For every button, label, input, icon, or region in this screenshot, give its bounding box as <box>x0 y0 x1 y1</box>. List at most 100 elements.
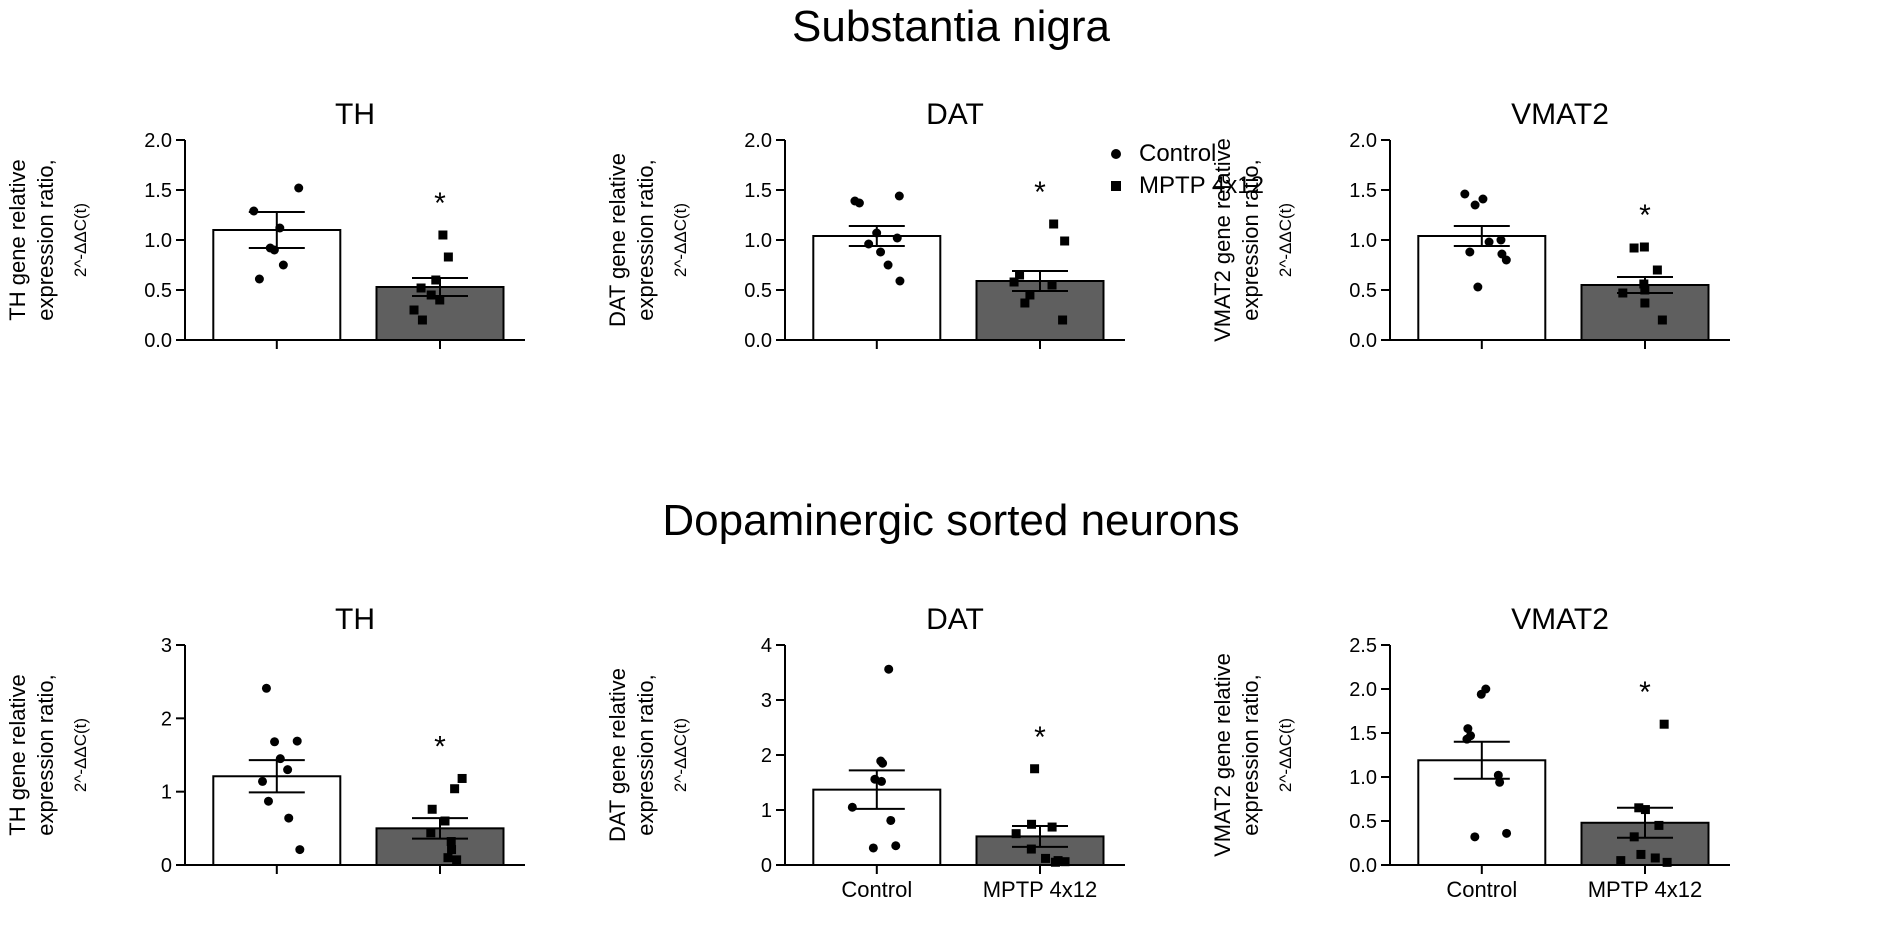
y-tick-label: 1 <box>761 800 772 822</box>
data-point-mptp <box>1629 243 1639 253</box>
y-tick-label: 1.0 <box>744 230 772 252</box>
y-tick-label: 0.0 <box>144 330 172 352</box>
data-point-mptp <box>409 305 419 315</box>
y-tick-label: 3 <box>761 690 772 712</box>
significance-asterisk: * <box>434 730 446 763</box>
y-tick-label: 2 <box>161 708 172 730</box>
data-point-mptp <box>435 295 445 305</box>
data-point-control <box>1473 282 1483 292</box>
y-axis-label-line: 2^-ΔΔC(t) <box>1276 203 1295 277</box>
data-point-control <box>1484 237 1494 247</box>
data-point-mptp <box>1030 764 1040 774</box>
data-point-control <box>1478 194 1488 204</box>
x-category-label: MPTP 4x12 <box>983 877 1098 902</box>
data-point-mptp <box>1027 819 1037 829</box>
data-point-control <box>894 191 904 201</box>
data-point-control <box>886 815 896 825</box>
data-point-mptp <box>457 773 467 783</box>
data-point-control <box>269 245 279 255</box>
data-point-mptp <box>1060 236 1070 246</box>
y-tick-label: 2.0 <box>144 130 172 152</box>
y-tick-label: 1.0 <box>1349 230 1377 252</box>
data-point-control <box>275 754 285 764</box>
chart-title: DAT <box>926 98 984 131</box>
data-point-control <box>258 776 268 786</box>
y-tick-label: 0.0 <box>1349 855 1377 877</box>
data-point-mptp <box>443 853 453 863</box>
data-point-control <box>295 845 305 855</box>
data-point-mptp <box>1629 832 1639 842</box>
significance-asterisk: * <box>1034 721 1046 754</box>
section-title-dopaminergic-sorted-neurons: Dopaminergic sorted neurons <box>662 496 1240 545</box>
data-point-control <box>878 758 888 768</box>
data-point-control <box>1495 777 1505 787</box>
x-category-label: Control <box>1446 877 1517 902</box>
y-tick-label: 1.5 <box>1349 723 1377 745</box>
significance-asterisk: * <box>1639 199 1651 232</box>
y-axis-label-line: expression ratio, <box>633 674 658 835</box>
y-tick-label: 0.5 <box>1349 280 1377 302</box>
data-point-mptp <box>1640 298 1650 308</box>
section-title-substantia-nigra: Substantia nigra <box>792 2 1110 51</box>
data-point-mptp <box>416 283 426 293</box>
data-point-mptp <box>1009 277 1019 287</box>
data-point-mptp <box>447 845 457 855</box>
data-point-mptp <box>1654 820 1664 830</box>
data-point-mptp <box>1025 290 1035 300</box>
data-point-mptp <box>1049 219 1059 229</box>
data-point-mptp <box>1640 285 1650 295</box>
data-point-mptp <box>1026 844 1036 854</box>
data-point-control <box>292 736 302 746</box>
y-tick-label: 0.5 <box>1349 811 1377 833</box>
chart-title: VMAT2 <box>1511 98 1609 131</box>
y-tick-label: 0.0 <box>744 330 772 352</box>
data-point-mptp <box>452 855 462 865</box>
data-point-mptp <box>1657 315 1667 325</box>
data-point-control <box>891 841 901 851</box>
significance-asterisk: * <box>434 187 446 220</box>
x-category-label: MPTP 4x12 <box>1588 877 1703 902</box>
y-tick-label: 2 <box>761 745 772 767</box>
data-point-control <box>1501 255 1511 265</box>
data-point-mptp <box>1639 242 1649 252</box>
legend-label-control: Control <box>1139 140 1217 167</box>
data-point-mptp <box>443 252 453 262</box>
data-point-control <box>294 183 304 193</box>
legend-item-mptp: MPTP 4x12 <box>1105 170 1264 202</box>
y-tick-label: 4 <box>761 635 772 657</box>
data-point-mptp <box>440 816 450 826</box>
y-tick-label: 0 <box>761 855 772 877</box>
data-point-control <box>1463 724 1473 734</box>
data-point-mptp <box>1636 849 1646 859</box>
data-point-mptp <box>1058 315 1068 325</box>
y-tick-label: 1.5 <box>744 180 772 202</box>
data-point-control <box>876 247 886 257</box>
y-tick-label: 1.5 <box>1349 180 1377 202</box>
data-point-mptp <box>1662 857 1672 867</box>
legend-label-mptp: MPTP 4x12 <box>1139 172 1264 199</box>
data-point-control <box>270 737 280 747</box>
data-point-control <box>1496 235 1506 245</box>
data-point-mptp <box>426 290 436 300</box>
data-point-mptp <box>1634 803 1644 813</box>
y-axis-label-line: expression ratio, <box>633 159 658 320</box>
data-point-mptp <box>438 230 448 240</box>
data-point-mptp <box>431 275 441 285</box>
data-point-mptp <box>1015 270 1025 280</box>
y-axis-label-line: 2^-ΔΔC(t) <box>71 203 90 277</box>
data-point-mptp <box>1639 279 1649 289</box>
y-tick-label: 1.0 <box>1349 767 1377 789</box>
y-tick-label: 0.0 <box>1349 330 1377 352</box>
data-point-mptp <box>446 837 456 847</box>
data-point-control <box>278 260 288 270</box>
data-point-control <box>263 796 273 806</box>
data-point-mptp <box>450 784 460 794</box>
chart-title: TH <box>335 603 375 636</box>
